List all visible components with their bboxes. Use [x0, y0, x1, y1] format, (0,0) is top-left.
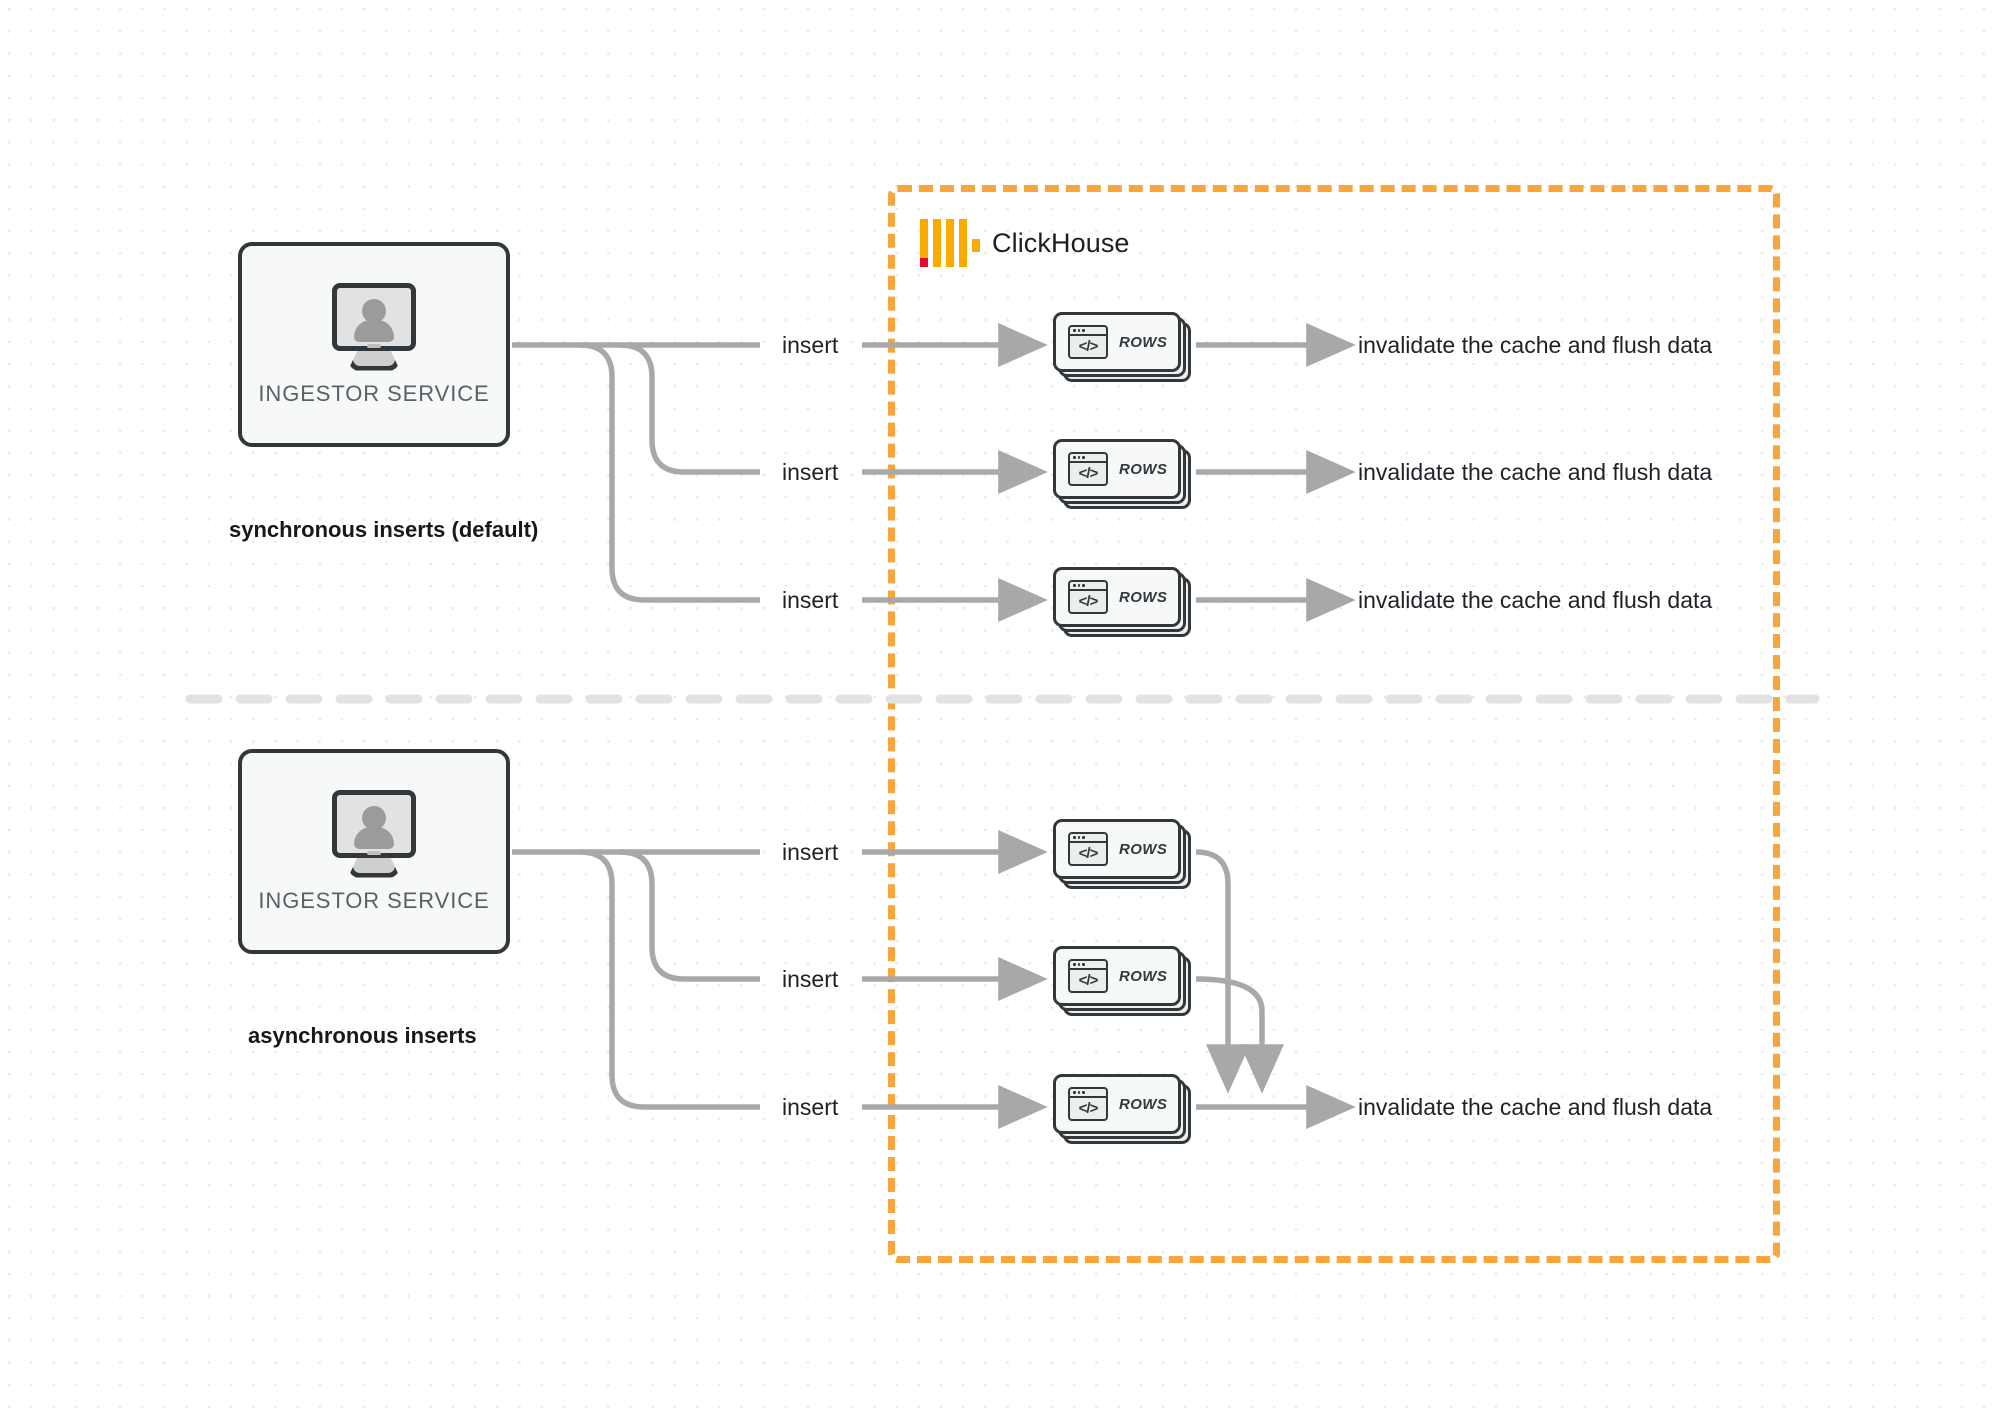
- sync-flush-label-3: invalidate the cache and flush data: [1358, 587, 1713, 613]
- code-window-icon: </>: [1068, 325, 1108, 359]
- async-insert-label-1: insert: [782, 839, 839, 865]
- monitor-stand: [348, 855, 400, 878]
- clickhouse-boundary: [888, 185, 1780, 1263]
- card-layer-front: </> ROWS: [1053, 567, 1181, 627]
- card-layer-front: </> ROWS: [1053, 312, 1181, 372]
- card-layer-front: </> ROWS: [1053, 439, 1181, 499]
- logo-accent-square: [920, 258, 928, 267]
- rows-label: ROWS: [1119, 967, 1168, 985]
- monitor-notch: [367, 850, 381, 855]
- logo-bar-3: [946, 219, 954, 267]
- monitor-user-icon: [326, 789, 422, 878]
- async-branch3-lead: [579, 849, 760, 1110]
- rows-label: ROWS: [1119, 840, 1168, 858]
- rows-label: ROWS: [1119, 588, 1168, 606]
- clickhouse-logo-icon: [920, 219, 980, 267]
- code-glyph: </>: [1078, 464, 1099, 482]
- code-glyph: </>: [1078, 592, 1099, 610]
- async-ingestor-label: INGESTOR SERVICE: [258, 887, 490, 913]
- card-layer-front: </> ROWS: [1053, 819, 1181, 879]
- async-flush-label: invalidate the cache and flush data: [1358, 1094, 1713, 1120]
- code-window-titlebar: [1070, 582, 1106, 591]
- monitor-user-icon: [326, 282, 422, 371]
- sync-branch3-lead: [579, 342, 760, 603]
- code-window-titlebar: [1070, 327, 1106, 336]
- async-rows-node-1[interactable]: </> ROWS: [1053, 819, 1191, 889]
- logo-bar-4: [959, 219, 967, 267]
- code-window-titlebar: [1070, 454, 1106, 463]
- sync-insert-label-2: insert: [782, 459, 839, 485]
- sync-ingestor-service-node[interactable]: INGESTOR SERVICE: [238, 242, 510, 447]
- clickhouse-label: ClickHouse: [992, 227, 1130, 258]
- monitor-notch: [367, 343, 381, 348]
- sync-flush-label-1: invalidate the cache and flush data: [1358, 332, 1713, 358]
- user-body: [354, 826, 394, 849]
- logo-bar-2: [933, 219, 941, 267]
- code-glyph: </>: [1078, 971, 1099, 989]
- rows-label: ROWS: [1119, 1095, 1168, 1113]
- code-window-titlebar: [1070, 961, 1106, 970]
- monitor-stand: [348, 348, 400, 371]
- code-glyph: </>: [1078, 844, 1099, 862]
- clickhouse-brand: ClickHouse: [920, 218, 1130, 268]
- rows-label: ROWS: [1119, 333, 1168, 351]
- code-window-icon: </>: [1068, 580, 1108, 614]
- async-insert-label-3: insert: [782, 1094, 839, 1120]
- sync-rows-node-2[interactable]: </> ROWS: [1053, 439, 1191, 509]
- async-insert-label-2: insert: [782, 966, 839, 992]
- user-head: [362, 298, 386, 323]
- async-rows-node-2[interactable]: </> ROWS: [1053, 946, 1191, 1016]
- logo-bar-stub: [972, 239, 980, 252]
- sync-flush-label-2: invalidate the cache and flush data: [1358, 459, 1713, 485]
- code-window-icon: </>: [1068, 832, 1108, 866]
- card-layer-front: </> ROWS: [1053, 1074, 1181, 1134]
- code-window-titlebar: [1070, 834, 1106, 843]
- async-ingestor-service-node[interactable]: INGESTOR SERVICE: [238, 749, 510, 954]
- code-window-titlebar: [1070, 1089, 1106, 1098]
- code-window-icon: </>: [1068, 959, 1108, 993]
- code-window-icon: </>: [1068, 452, 1108, 486]
- rows-label: ROWS: [1119, 460, 1168, 478]
- code-glyph: </>: [1078, 337, 1099, 355]
- sync-ingestor-label: INGESTOR SERVICE: [258, 380, 490, 406]
- sync-rows-node-1[interactable]: </> ROWS: [1053, 312, 1191, 382]
- code-window-icon: </>: [1068, 1087, 1108, 1121]
- async-section-caption: asynchronous inserts: [248, 1023, 477, 1048]
- sync-rows-node-3[interactable]: </> ROWS: [1053, 567, 1191, 637]
- async-rows-node-3[interactable]: </> ROWS: [1053, 1074, 1191, 1144]
- sync-section-caption: synchronous inserts (default): [229, 517, 539, 542]
- code-glyph: </>: [1078, 1099, 1099, 1117]
- sync-branch2-lead: [619, 342, 760, 475]
- sync-insert-label-1: insert: [782, 332, 839, 358]
- user-head: [362, 805, 386, 830]
- async-branch2-lead: [619, 849, 760, 982]
- card-layer-front: </> ROWS: [1053, 946, 1181, 1006]
- sync-insert-label-3: insert: [782, 587, 839, 613]
- user-body: [354, 319, 394, 342]
- logo-bar-1: [920, 219, 928, 267]
